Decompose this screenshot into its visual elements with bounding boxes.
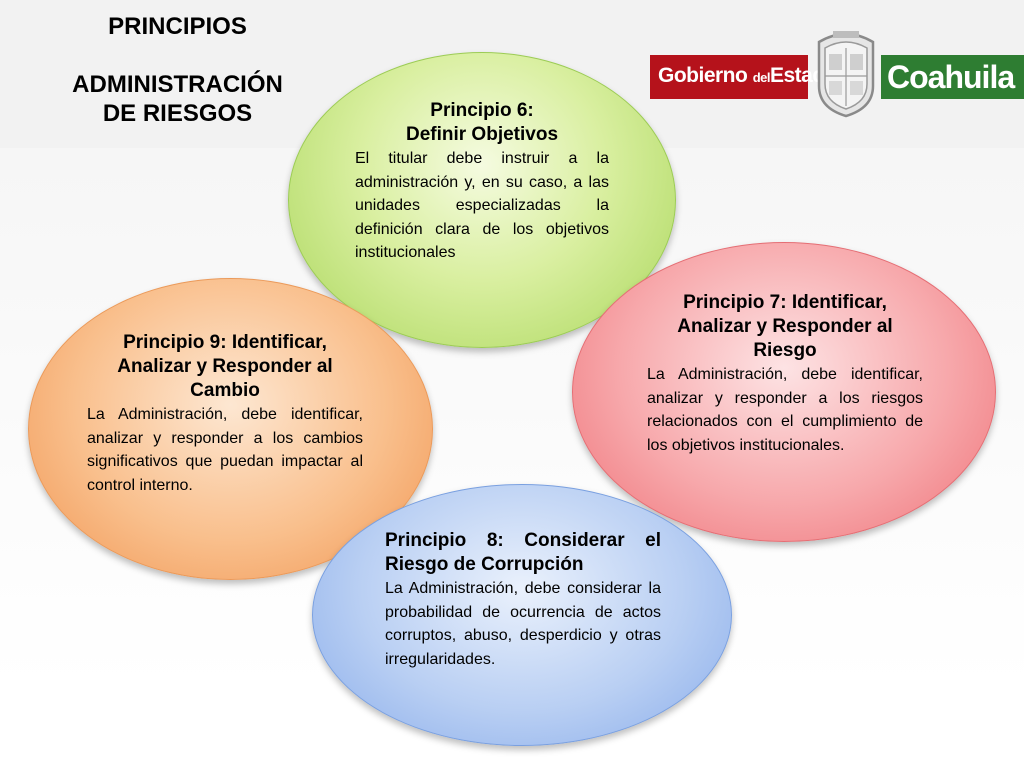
principle-8-ellipse: Principio 8: Considerar el Riesgo de Cor… — [312, 484, 732, 746]
title-spacer — [40, 41, 315, 70]
principle-9-content: Principio 9: Identificar, Analizar y Res… — [87, 331, 363, 497]
principle-7-heading-1: Principio 7: Identificar, — [683, 292, 887, 313]
logo-text-coahuila: Coahuila — [887, 59, 1015, 95]
principle-9-heading-2: Analizar y Responder al — [117, 356, 333, 377]
principle-8-content: Principio 8: Considerar el Riesgo de Cor… — [385, 529, 661, 671]
principle-6-heading-2: Definir Objetivos — [405, 124, 559, 145]
principle-9-body: La Administración, debe identificar, ana… — [87, 406, 363, 494]
slide-title: PRINCIPIOS ADMINISTRACIÓN DE RIESGOS — [40, 12, 315, 128]
principle-6-body: El titular debe instruir a la administra… — [355, 150, 609, 261]
principle-6-ellipse: Principio 6: Definir Objetivos El titula… — [288, 52, 676, 348]
coat-of-arms-icon — [817, 31, 875, 118]
title-line-2: ADMINISTRACIÓN — [72, 71, 283, 98]
gobierno-coahuila-logo: Gobierno delEstado Coahuila — [650, 28, 1024, 118]
principle-6-content: Principio 6: Definir Objetivos El titula… — [355, 99, 609, 265]
principle-8-heading: Principio 8: Considerar el Riesgo de Cor… — [385, 530, 661, 575]
logo-red-bar: Gobierno delEstado — [650, 55, 838, 99]
principle-9-heading-1: Principio 9: Identificar, — [123, 332, 327, 353]
title-line-3: DE RIESGOS — [102, 100, 253, 127]
principle-7-ellipse: Principio 7: Identificar, Analizar y Res… — [572, 242, 996, 542]
logo-word-del: del — [752, 70, 771, 85]
logo-text-gobierno: Gobierno delEstado — [658, 64, 838, 88]
logo-green-bar: Coahuila — [881, 55, 1024, 99]
principle-7-heading-3: Riesgo — [753, 340, 817, 361]
principle-8-body: La Administración, debe considerar la pr… — [385, 580, 661, 668]
title-line-1: PRINCIPIOS — [108, 13, 247, 40]
principle-6-heading-1: Principio 6: — [430, 100, 534, 121]
principle-7-body: La Administración, debe identificar, ana… — [647, 366, 923, 454]
principle-7-content: Principio 7: Identificar, Analizar y Res… — [647, 291, 923, 457]
logo-word-gobierno: Gobierno — [658, 64, 748, 87]
principle-9-heading-3: Cambio — [190, 380, 260, 401]
principle-7-heading-2: Analizar y Responder al — [677, 316, 893, 337]
